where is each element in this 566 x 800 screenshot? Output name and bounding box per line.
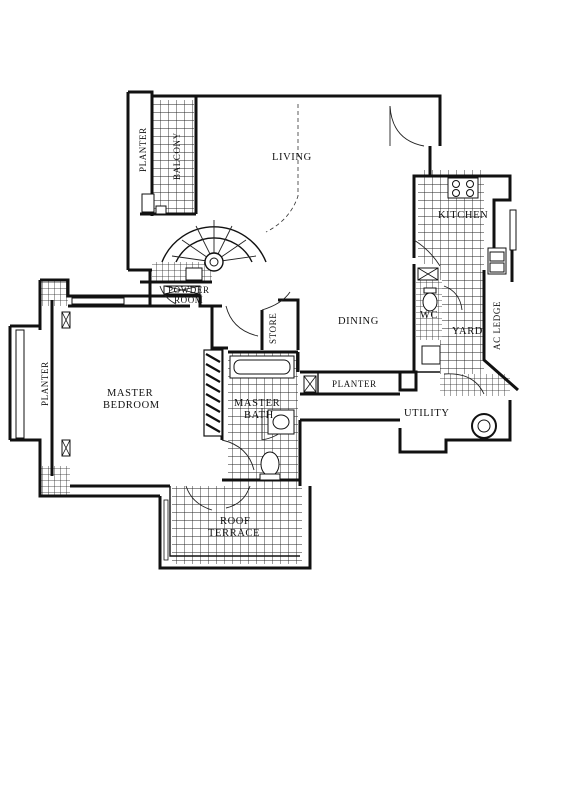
- label-planter-left: PLANTER: [40, 361, 50, 406]
- walls: [8, 90, 519, 570]
- wc-toilet: [422, 292, 438, 312]
- fixtures: [61, 177, 507, 481]
- label-master-bedroom-line2: BEDROOM: [103, 400, 160, 411]
- label-planter-top: PLANTER: [138, 127, 148, 172]
- powder-room-tiles: [152, 262, 212, 282]
- label-powder-room-line1: POWDER: [168, 285, 210, 295]
- washing-machine: [421, 345, 441, 365]
- balcony-tiles: [152, 100, 194, 214]
- bath-toilet: [260, 451, 280, 477]
- label-dining: DINING: [338, 316, 379, 327]
- bedroom-bottom-corner-tiles: [40, 466, 70, 496]
- label-balcony: BALCONY: [172, 132, 182, 180]
- label-planter-mid: PLANTER: [332, 379, 377, 389]
- label-kitchen: KITCHEN: [438, 210, 488, 221]
- label-master-bedroom-line1: MASTER: [107, 388, 153, 399]
- label-roof-terrace-line2: TERRACE: [208, 528, 260, 539]
- label-wc: WC: [420, 310, 438, 321]
- label-store: STORE: [268, 313, 278, 344]
- balcony-vent: [155, 205, 167, 215]
- kitchen-window: [509, 209, 517, 251]
- room-labels: LIVING DINING KITCHEN MASTER BEDROOM MAS…: [40, 127, 502, 539]
- yard-tiles: [440, 264, 484, 374]
- label-master-bath-line1: MASTER: [234, 398, 280, 409]
- kitchen-stove: [447, 177, 479, 199]
- bedroom-window-top: [71, 297, 125, 305]
- balcony-column: [141, 193, 155, 213]
- bedroom-window-left: [15, 329, 25, 439]
- wardrobe: [203, 349, 223, 437]
- powder-basin: [185, 267, 203, 281]
- label-living: LIVING: [272, 152, 312, 163]
- windows: [15, 209, 517, 561]
- label-ac-ledge: AC LEDGE: [492, 301, 502, 350]
- label-utility: UTILITY: [404, 408, 450, 419]
- label-roof-terrace-line1: ROOF: [220, 516, 250, 527]
- label-powder-room-line2: ROOM: [174, 295, 203, 305]
- roof-terrace-rail: [163, 499, 169, 561]
- bedroom-corner-tiles: [40, 280, 68, 306]
- label-master-bath-line2: BATH: [244, 410, 274, 421]
- utility-corner-tiles: [440, 374, 510, 396]
- label-yard: YARD: [452, 326, 483, 337]
- spiral-staircase: [161, 220, 267, 272]
